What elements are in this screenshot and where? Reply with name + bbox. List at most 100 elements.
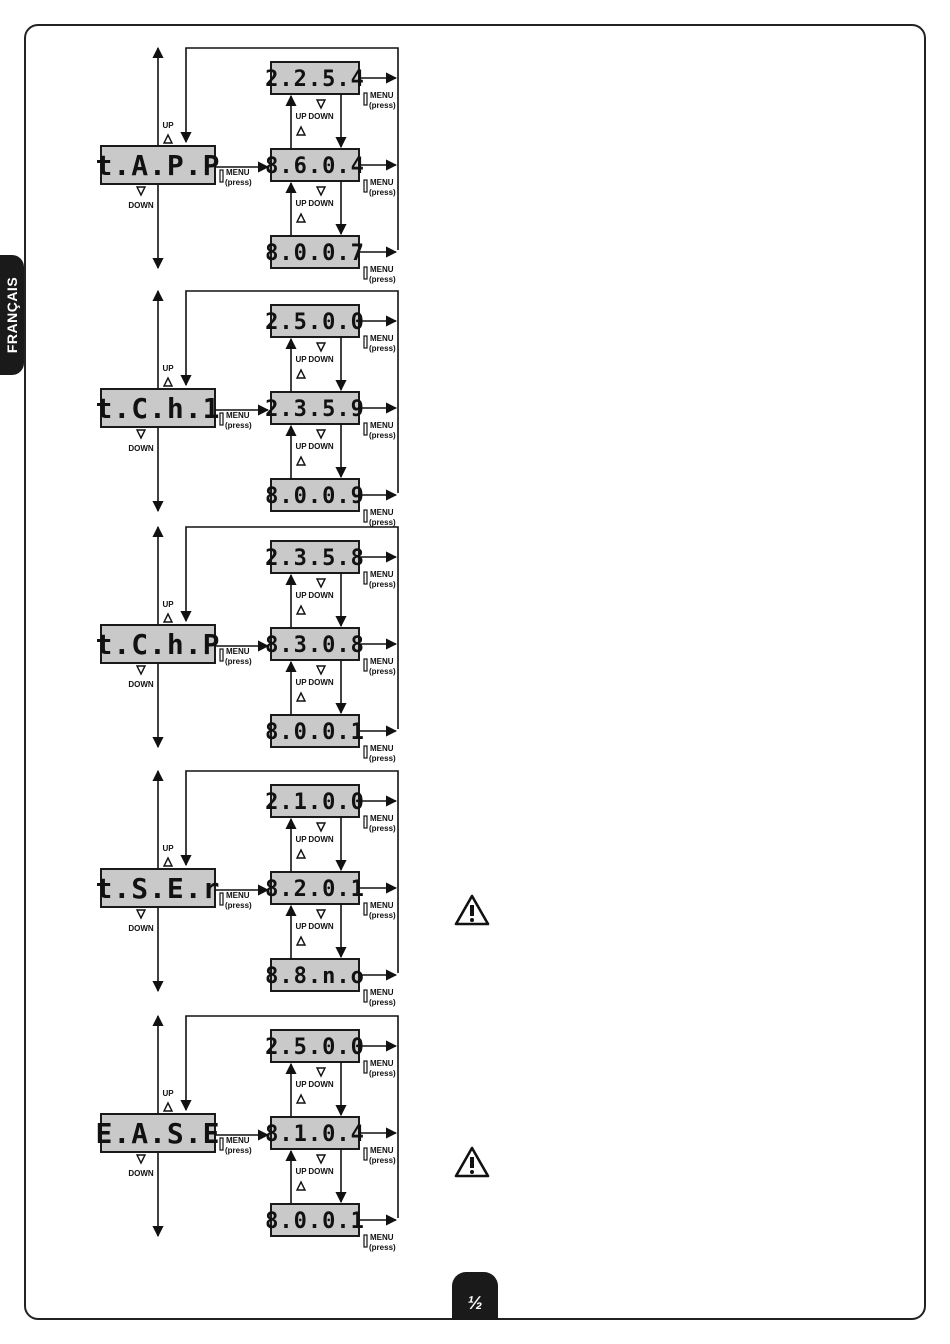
value-up-label: UP — [295, 591, 307, 600]
warning-triangle-icon — [454, 1146, 490, 1178]
value-display-2-frame — [270, 148, 360, 182]
value-menu-label-1-button-icon — [363, 92, 368, 106]
value-down-label: DOWN — [308, 112, 334, 121]
value-menu-label-2-press: (press) — [369, 1156, 396, 1165]
value-menu-label-3-menu: MENU — [370, 1233, 394, 1242]
value-up-label: UP — [295, 678, 307, 687]
main-display-frame — [100, 145, 216, 185]
warning-dot — [470, 1170, 474, 1174]
value-up-label: UP — [295, 835, 307, 844]
warning-bar — [470, 1157, 474, 1168]
value-menu-label-3: MENU(press) — [363, 988, 396, 1007]
value-display-3-frame — [270, 714, 360, 748]
value-display-3: 8.0.0.1 — [265, 1203, 364, 1237]
value-down-label: DOWN — [308, 678, 334, 687]
value-menu-label-3-button-icon — [363, 989, 368, 1003]
value-menu-label-3-button-icon — [363, 509, 368, 523]
value-menu-label-1-press: (press) — [369, 101, 396, 110]
down-triangle-icon — [135, 186, 147, 197]
main-menu-label: MENU(press) — [219, 168, 252, 187]
main-menu-label-menu: MENU — [226, 168, 250, 177]
warning-dot — [470, 918, 474, 922]
value-display-3: 8.0.0.7 — [265, 235, 365, 269]
value-display-3-text: 8.0.0.9 — [265, 484, 365, 509]
value-display-1: 2.5.0.0 — [265, 1029, 364, 1063]
down-label: DOWN — [128, 1169, 154, 1178]
value-menu-label-3: MENU(press) — [363, 1233, 396, 1252]
main-display-text: t.S.E.r — [95, 872, 220, 905]
down-triangle-icon — [135, 1154, 147, 1165]
value-menu-label-3-press: (press) — [369, 998, 396, 1007]
value-display-3-text: 8.0.0.7 — [265, 241, 365, 266]
value-display-2-text: 2.3.5.9 — [265, 397, 365, 422]
main-menu-label: MENU(press) — [219, 411, 252, 430]
main-menu-label-press: (press) — [225, 178, 252, 187]
value-menu-label-3-press: (press) — [369, 518, 396, 527]
value-display-1: 2.1.0.0 — [265, 784, 364, 818]
value-menu-label-1: MENU(press) — [363, 91, 396, 110]
main-display: t.A.P.P — [95, 145, 220, 185]
value-down-label: DOWN — [308, 591, 334, 600]
main-display-frame — [100, 1113, 216, 1153]
value-menu-label-3-button-icon — [363, 745, 368, 759]
up-triangle-icon — [162, 1101, 174, 1112]
value-display-2: 8.6.0.4 — [265, 148, 364, 182]
value-up-label: UP — [295, 1080, 307, 1089]
value-menu-label-2: MENU(press) — [363, 421, 396, 440]
warning-bar — [470, 905, 474, 916]
value-display-2-frame — [270, 627, 360, 661]
up-triangle-icon — [162, 612, 174, 623]
main-display: E.A.S.E — [95, 1113, 220, 1153]
value-up-label: UP — [295, 112, 307, 121]
value-up-triangle-icon — [295, 691, 307, 702]
value-display-1: 2.3.5.8 — [265, 540, 364, 574]
value-menu-label-2: MENU(press) — [363, 1146, 396, 1165]
value-menu-label-1-button-icon — [363, 1060, 368, 1074]
value-display-3-text: 8.0.0.1 — [265, 720, 365, 745]
value-display-3: 8.0.0.1 — [265, 714, 365, 748]
main-menu-label-menu: MENU — [226, 1136, 250, 1145]
value-display-2: 8.2.0.1 — [265, 871, 364, 905]
main-display-frame — [100, 388, 216, 428]
value-display-3: 8.0.0.9 — [265, 478, 365, 512]
value-down-triangle-icon — [315, 578, 327, 589]
value-menu-label-2-menu: MENU — [370, 421, 394, 430]
main-menu-label-menu: MENU — [226, 891, 250, 900]
down-label: DOWN — [128, 201, 154, 210]
value-menu-label-2-button-icon — [363, 179, 368, 193]
value-down-label: DOWN — [308, 922, 334, 931]
value-menu-label-1-button-icon — [363, 571, 368, 585]
value-menu-label-3: MENU(press) — [363, 744, 396, 763]
value-down-triangle-icon — [315, 429, 327, 440]
down-label: DOWN — [128, 444, 154, 453]
value-menu-label-3-menu: MENU — [370, 508, 394, 517]
value-menu-label-1-menu: MENU — [370, 1059, 394, 1068]
main-display-frame — [100, 624, 216, 664]
value-menu-label-2: MENU(press) — [363, 178, 396, 197]
value-display-1-frame — [270, 1029, 360, 1063]
main-menu-label-button-icon — [219, 169, 224, 183]
value-menu-label-2-press: (press) — [369, 667, 396, 676]
value-display-3-frame — [270, 1203, 360, 1237]
value-down-triangle-icon — [315, 822, 327, 833]
main-menu-label-menu: MENU — [226, 647, 250, 656]
value-menu-label-2-press: (press) — [369, 911, 396, 920]
value-menu-label-1-menu: MENU — [370, 814, 394, 823]
return-loop-line — [180, 290, 399, 493]
up-triangle-icon — [162, 856, 174, 867]
main-menu-label-press: (press) — [225, 421, 252, 430]
value-menu-label-3-press: (press) — [369, 754, 396, 763]
value-down-label: DOWN — [308, 1167, 334, 1176]
value-menu-label-3-press: (press) — [369, 275, 396, 284]
value-up-triangle-icon — [295, 1093, 307, 1104]
value-display-2-text: 8.1.0.4 — [265, 1122, 365, 1147]
value-down-label: DOWN — [308, 442, 334, 451]
value-down-label: DOWN — [308, 355, 334, 364]
value-menu-label-1-button-icon — [363, 815, 368, 829]
value-down-triangle-icon — [315, 186, 327, 197]
value-display-1: 2.5.0.0 — [265, 304, 364, 338]
value-display-2-frame — [270, 871, 360, 905]
value-menu-label-1-menu: MENU — [370, 334, 394, 343]
